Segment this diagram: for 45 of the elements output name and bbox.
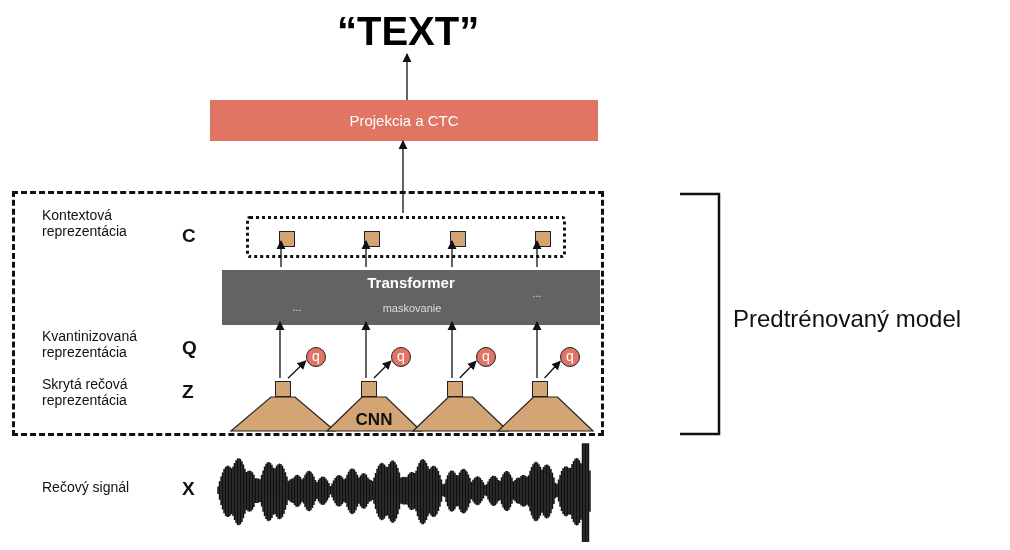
feature-square: [535, 231, 551, 247]
dotted-group: [246, 216, 566, 258]
feature-square: [447, 381, 463, 397]
row-label: Skrytá rečová reprezentácia: [42, 376, 129, 409]
arrow: [543, 360, 561, 379]
symbol-letter: Z: [182, 381, 194, 403]
feature-square: [361, 381, 377, 397]
ellipsis: ...: [531, 287, 543, 299]
arrow: [459, 360, 477, 379]
masking-label: maskovanie: [381, 302, 443, 314]
arrow: [275, 321, 285, 379]
row-label: Predtrénovaný model: [733, 305, 962, 333]
feature-square: [279, 231, 295, 247]
arrow: [447, 240, 457, 268]
dashed-region: [12, 191, 604, 436]
arrow: [287, 360, 307, 379]
quantizer-circle: q: [476, 347, 496, 367]
feature-square: [275, 381, 291, 397]
quantizer-circle: q: [306, 347, 326, 367]
quantizer-circle: q: [391, 347, 411, 367]
row-label: Rečový signál: [42, 479, 130, 496]
row-label: Kontextová reprezentácia: [42, 207, 128, 240]
symbol-letter: Q: [182, 337, 197, 359]
arrow: [373, 360, 392, 379]
transformer-box: [222, 270, 600, 325]
symbol-letter: X: [182, 478, 195, 500]
arrow: [361, 321, 371, 379]
cnn-trapezoid: [498, 397, 593, 431]
row-label: Kvantinizovaná reprezentácia: [42, 328, 138, 361]
quantizer-circle: q: [560, 347, 580, 367]
arrow: [532, 321, 542, 379]
feature-square: [532, 381, 548, 397]
feature-square: [364, 231, 380, 247]
symbol-letter: C: [182, 225, 196, 247]
output-text: “TEXT”: [337, 8, 477, 54]
transformer-label: Transformer: [366, 274, 456, 291]
arrow: [447, 321, 457, 379]
arrow: [276, 240, 286, 268]
feature-square: [450, 231, 466, 247]
ellipsis: ...: [291, 301, 303, 313]
arrow: [398, 140, 408, 214]
projection-box: Projekcia a CTC: [210, 100, 598, 141]
arrow: [532, 240, 542, 268]
arrow: [361, 240, 371, 268]
arrow: [402, 53, 412, 101]
